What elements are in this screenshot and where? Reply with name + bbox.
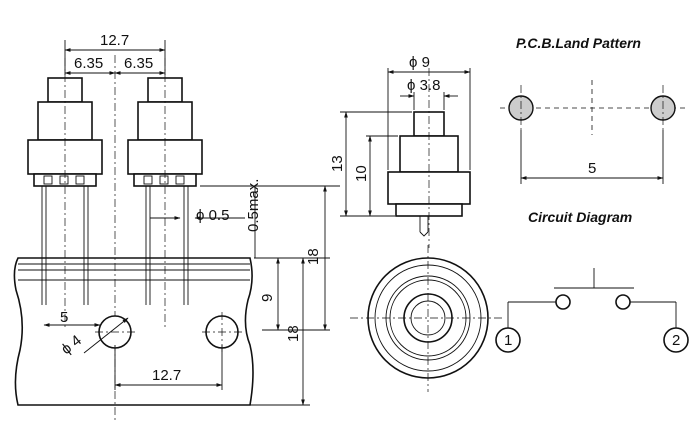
land-pattern: [500, 80, 685, 184]
dim-cap-dia: ϕ 9: [409, 54, 430, 71]
heading-circuit: Circuit Diagram: [528, 209, 632, 225]
dim-height-total: 18: [305, 248, 322, 265]
dim-land-spacing: 5: [588, 160, 596, 177]
dim-standoff: 0.5max.: [245, 179, 262, 232]
dim-pitch-top: 12.7: [100, 32, 129, 49]
pin-2-label: 2: [672, 332, 680, 349]
dim-half-left: 6.35: [74, 55, 103, 72]
switch-contact-left: [555, 294, 571, 310]
dim-height-10: 10: [353, 165, 370, 182]
circuit-diagram: [495, 268, 689, 353]
dim-plunger-dia: ϕ 3.8: [407, 77, 440, 94]
switch-contact-right: [615, 294, 631, 310]
dim-panel-height: 9: [259, 294, 276, 302]
pin-2-marker: [663, 327, 689, 353]
dim-panel-total: 18: [285, 325, 302, 342]
dim-height-13: 13: [329, 155, 346, 172]
panel-hole-left: [95, 315, 135, 349]
dim-lead-dia: ϕ 0.5: [196, 207, 229, 224]
dim-half-right: 6.35: [124, 55, 153, 72]
heading-land-pattern: P.C.B.Land Pattern: [516, 35, 641, 51]
pin-1-label: 1: [504, 332, 512, 349]
dim-hole-pitch: 12.7: [152, 367, 181, 384]
dim-hole-offset: 5: [60, 309, 68, 326]
pin-1-marker: [495, 327, 521, 353]
